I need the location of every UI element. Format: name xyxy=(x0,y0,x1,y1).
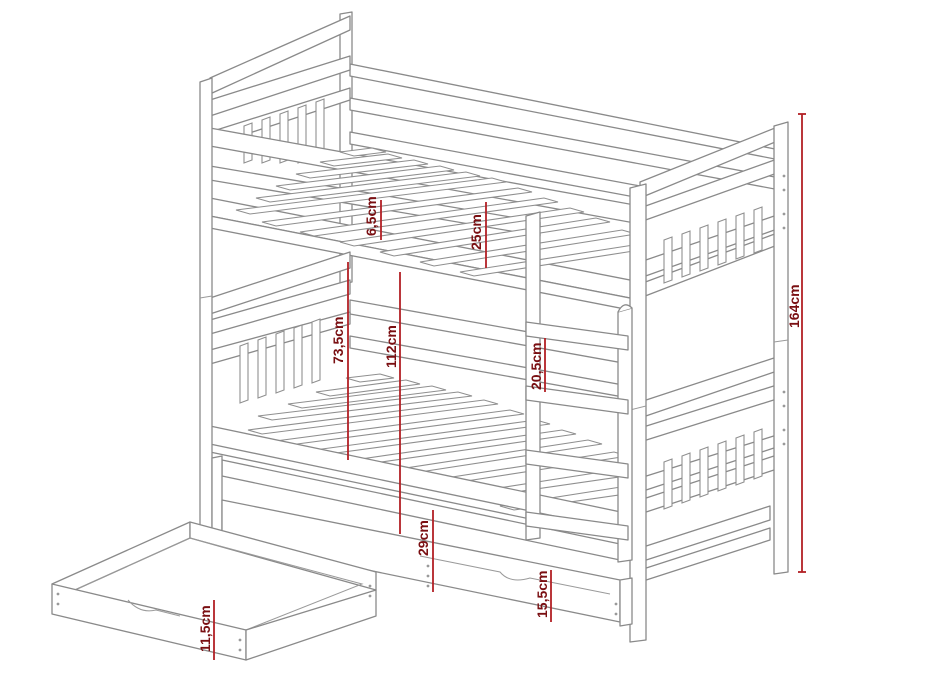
lower-slats xyxy=(247,373,641,511)
dimension-label-drawer-height: 11,5cm xyxy=(197,605,213,652)
dimension-top-gap: 25cm xyxy=(468,202,487,268)
back-frame xyxy=(339,11,781,401)
dimension-label-ladder-step: 20,5cm xyxy=(528,343,544,390)
dimension-label-bottom-clearance: 112cm xyxy=(383,325,399,368)
dimension-label-total-height: 164cm xyxy=(786,284,802,328)
dimension-label-lower-bed-height: 29cm xyxy=(415,520,431,556)
dimension-bottom-clearance: 112cm xyxy=(383,272,401,534)
dimension-label-top-rail: 6,5cm xyxy=(363,196,379,236)
ladder xyxy=(525,211,633,563)
dimension-total-height: 164cm xyxy=(786,113,806,573)
front-posts xyxy=(199,77,789,643)
dimension-side-height: 73,5cm xyxy=(330,262,349,460)
dimension-drawer-inside: 15,5cm xyxy=(534,570,552,622)
dimension-label-drawer-inside: 15,5cm xyxy=(534,571,550,618)
dimension-ladder-step: 20,5cm xyxy=(528,338,546,392)
dimension-label-side-height: 73,5cm xyxy=(330,317,346,364)
loose-drawer xyxy=(51,521,377,661)
dimension-drawer-height: 11,5cm xyxy=(197,600,215,660)
dimension-label-top-gap: 25cm xyxy=(468,214,484,250)
lower-footboard xyxy=(639,355,781,583)
dimension-lower-bed-height: 29cm xyxy=(415,510,434,592)
dimension-top-rail: 6,5cm xyxy=(363,196,382,240)
lower-headboard xyxy=(209,251,351,404)
upper-footboard xyxy=(639,125,781,299)
